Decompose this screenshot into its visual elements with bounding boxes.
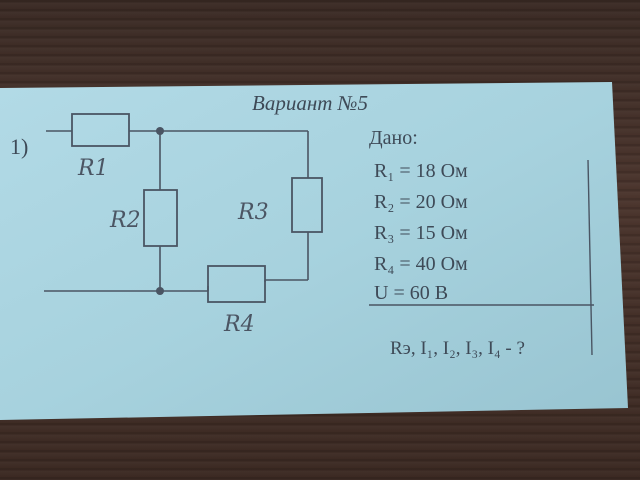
- label-r3: R3: [238, 200, 269, 225]
- paper-sheet: [0, 82, 628, 420]
- given-r1: R₁ = 18 Ом: [374, 160, 468, 182]
- resistor-r4-symbol: [207, 265, 266, 303]
- given-voltage: U = 60 В: [374, 282, 449, 304]
- given-r3: R₃ = 15 Ом: [374, 222, 468, 244]
- find-unknowns: Rэ, I₁, I₂, I₃, I₄ - ?: [390, 338, 525, 359]
- label-r1: R1: [78, 156, 109, 181]
- problem-number: 1): [10, 134, 29, 159]
- junction-node-top: [156, 127, 164, 135]
- given-r4: R₄ = 40 Ом: [374, 253, 468, 275]
- variant-title: Вариант №5: [252, 91, 368, 115]
- resistor-r3-symbol: [291, 177, 323, 233]
- label-r4: R4: [224, 312, 255, 337]
- label-r2: R2: [110, 208, 141, 233]
- resistor-r1-symbol: [71, 113, 130, 147]
- given-vertical-line: [587, 159, 593, 356]
- resistor-r2-symbol: [143, 189, 178, 247]
- given-r2: R₂ = 20 Ом: [374, 191, 468, 213]
- given-heading: Дано:: [369, 127, 418, 149]
- junction-node-bottom: [156, 287, 164, 295]
